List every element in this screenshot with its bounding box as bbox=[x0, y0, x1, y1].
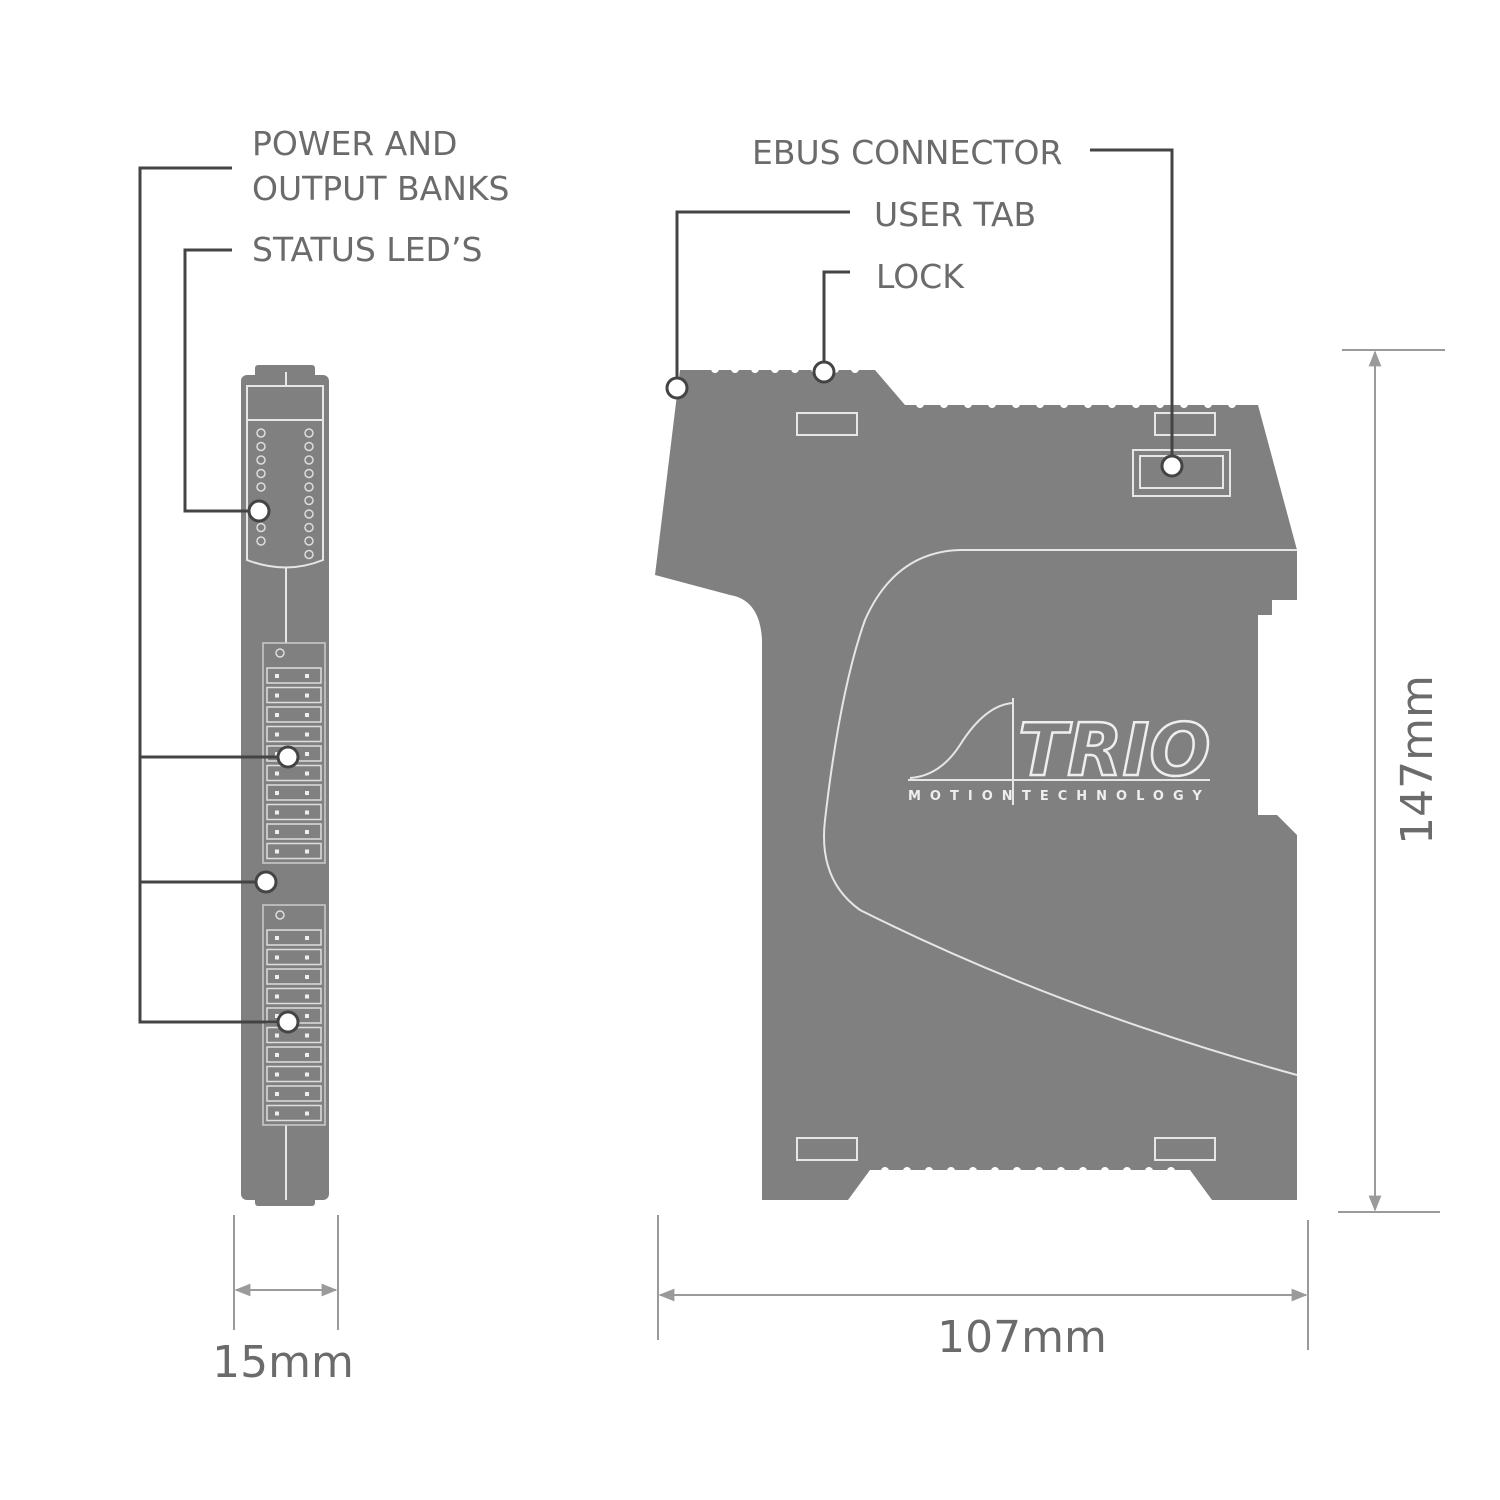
connector-bank-1 bbox=[262, 642, 326, 864]
power-bank-marker bbox=[254, 870, 278, 894]
label-power-output-banks: POWER AND bbox=[252, 124, 457, 163]
dimension-107mm: 107mm bbox=[657, 1215, 1309, 1363]
terminal-icon bbox=[266, 1065, 322, 1083]
power-bank-marker bbox=[276, 745, 300, 769]
led-icon bbox=[304, 428, 314, 438]
led-icon bbox=[256, 482, 266, 492]
led-icon bbox=[304, 522, 314, 533]
led-icon bbox=[304, 509, 314, 519]
ebus-connector bbox=[1132, 449, 1231, 497]
connector-bank-2 bbox=[262, 904, 326, 1126]
terminal-icon bbox=[266, 667, 322, 684]
terminal-icon bbox=[266, 929, 322, 946]
terminal-icon bbox=[266, 842, 322, 860]
slot bbox=[1154, 1137, 1216, 1161]
terminal-icon bbox=[266, 948, 322, 966]
led-icon bbox=[256, 428, 266, 438]
status-led-marker bbox=[247, 499, 271, 523]
ebus-connector-inner bbox=[1139, 455, 1224, 489]
terminal-icon bbox=[266, 1104, 322, 1122]
slot bbox=[796, 1137, 858, 1161]
led-icon bbox=[256, 536, 266, 546]
dimension-label-width-side: 15mm bbox=[212, 1337, 354, 1388]
dimension-label-width-front: 107mm bbox=[937, 1312, 1107, 1363]
dimension-label-height: 147mm bbox=[1392, 675, 1443, 845]
front-panel-curve bbox=[823, 549, 1298, 1076]
led-icon bbox=[304, 495, 314, 506]
user-tab-marker bbox=[665, 376, 689, 400]
label-ebus-connector: EBUS CONNECTOR bbox=[752, 133, 1062, 172]
led-icon bbox=[304, 441, 314, 452]
slot bbox=[1154, 412, 1216, 436]
dimension-147mm: 147mm bbox=[1338, 349, 1445, 1213]
led-panel bbox=[246, 385, 324, 569]
led-icon bbox=[256, 441, 266, 452]
terminal-icon bbox=[266, 803, 322, 821]
label-lock: LOCK bbox=[876, 257, 965, 296]
logo-tagline-left: MOTION bbox=[908, 789, 1022, 804]
ebus-marker bbox=[1160, 454, 1184, 478]
dimension-15mm: 15mm bbox=[212, 1215, 354, 1388]
led-icon bbox=[256, 468, 266, 479]
terminal-icon bbox=[266, 1046, 322, 1063]
label-user-tab: USER TAB bbox=[874, 195, 1036, 234]
lock-marker bbox=[812, 360, 836, 384]
led-icon bbox=[304, 455, 314, 465]
led-icon bbox=[304, 468, 314, 479]
label-status-leds: STATUS LED’S bbox=[252, 230, 482, 269]
led-icon bbox=[304, 482, 314, 492]
terminal-icon bbox=[266, 784, 322, 801]
front-body bbox=[655, 370, 1297, 1200]
side-body bbox=[241, 375, 329, 1200]
terminal-icon bbox=[266, 725, 322, 743]
terminal-icon bbox=[266, 706, 322, 723]
trio-logo: TRIO MOTION TECHNOLOGY bbox=[908, 698, 1212, 805]
terminal-icon bbox=[266, 987, 322, 1005]
leader-lines bbox=[138, 148, 1184, 1034]
label-power-output-banks-2: OUTPUT BANKS bbox=[252, 169, 509, 208]
logo-tagline-right: TECHNOLOGY bbox=[1022, 789, 1211, 804]
front-view: TRIO MOTION TECHNOLOGY bbox=[655, 365, 1298, 1200]
slot bbox=[796, 412, 858, 436]
led-icon bbox=[304, 549, 314, 560]
terminal-icon bbox=[266, 823, 322, 840]
terminal-icon bbox=[266, 968, 322, 985]
side-view bbox=[241, 365, 329, 1206]
led-icon bbox=[256, 522, 266, 533]
logo-brand: TRIO bbox=[1018, 708, 1211, 792]
terminal-icon bbox=[266, 1085, 322, 1102]
led-icon bbox=[256, 455, 266, 465]
terminal-icon bbox=[266, 686, 322, 704]
led-icon bbox=[304, 536, 314, 546]
output-bank-marker bbox=[276, 1010, 300, 1034]
